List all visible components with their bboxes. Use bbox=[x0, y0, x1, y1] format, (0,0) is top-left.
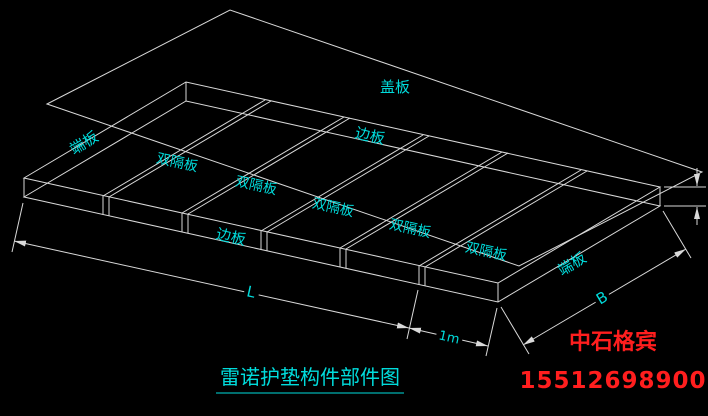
part-labels: 盖板 端板 端板 边板 边板 双隔板 双隔板 双隔板 双隔板 双隔板 bbox=[67, 78, 590, 279]
double-partition-label-5: 双隔板 bbox=[464, 240, 508, 265]
cover-plate-label: 盖板 bbox=[380, 78, 410, 96]
length-dimension-label: L bbox=[245, 282, 258, 302]
company-name: 中石格宾 bbox=[569, 329, 657, 355]
phone-number: 15512698900 bbox=[519, 368, 706, 394]
drawing-title: 雷诺护垫构件部件图 bbox=[220, 365, 400, 389]
double-partition-label-4: 双隔板 bbox=[388, 217, 432, 242]
double-partition-label-3: 双隔板 bbox=[311, 196, 355, 221]
end-plate-right-label: 端板 bbox=[555, 249, 590, 280]
mattress-wireframe bbox=[22, 9, 704, 303]
dimension-lines bbox=[11, 168, 706, 357]
double-partition-label-2: 双隔板 bbox=[234, 174, 278, 199]
dimension-labels: L 1m B bbox=[241, 278, 615, 351]
width-dimension-label: B bbox=[593, 288, 611, 309]
partition-2 bbox=[181, 116, 351, 233]
partition-1 bbox=[102, 99, 272, 216]
cover-plate-outline bbox=[45, 9, 704, 267]
partition-5 bbox=[418, 169, 588, 286]
side-plate-top-label: 边板 bbox=[353, 124, 386, 148]
side-plate-bottom-label: 边板 bbox=[214, 225, 247, 249]
cell-dimension-label: 1m bbox=[437, 328, 461, 347]
